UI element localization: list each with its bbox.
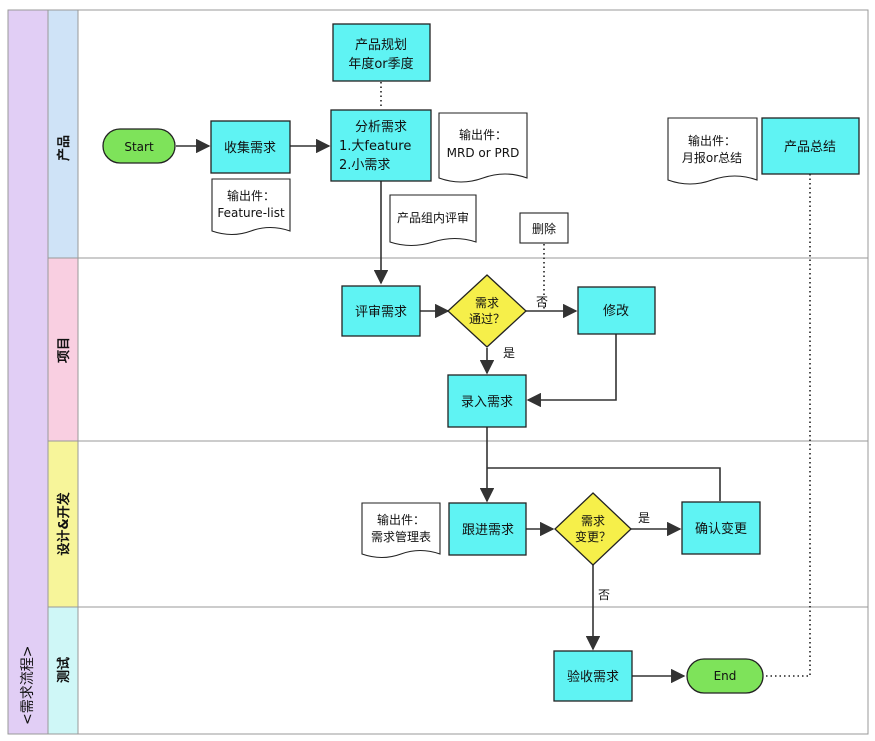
lane-label-project: 项目 (57, 337, 72, 363)
edge-modify-enter (526, 334, 617, 408)
follow-node (448, 502, 527, 556)
edge-label-yes-2: 是 (638, 511, 650, 525)
edge-confirm-follow (487, 467, 721, 501)
collect-node (210, 120, 291, 174)
confirm-label: 确认变更 (695, 521, 747, 537)
lane-label-test: 测试 (56, 657, 72, 683)
delete-label: 删除 (532, 221, 556, 236)
edge-summary-end (764, 174, 811, 677)
lane-label-dev: 设计&开发 (56, 491, 72, 555)
plan-label-2: 年度or季度 (348, 56, 413, 72)
accept-node (553, 650, 633, 702)
analyze-node (330, 109, 432, 182)
pass-label-1: 需求 (475, 296, 499, 310)
doc-monthly (667, 117, 758, 185)
title-bar (7, 9, 49, 735)
change-decision (554, 492, 632, 566)
enter-label: 录入需求 (461, 395, 513, 410)
analyze-label-3: 2.小需求 (339, 158, 390, 173)
accept-label: 验收需求 (567, 669, 619, 685)
enter-node (447, 374, 527, 428)
pass-label-2: 通过？ (469, 312, 505, 326)
doc-monthly-label-2: 月报or总结 (682, 150, 742, 165)
doc-mgmt (361, 502, 441, 559)
doc-mrd-label-2: MRD or PRD (447, 146, 520, 160)
diagram-title: <需求流程> (20, 646, 36, 725)
end-node (686, 658, 764, 694)
doc-review (389, 194, 477, 247)
confirm-node (681, 501, 761, 555)
lane-header-product (47, 9, 79, 259)
modify-label: 修改 (603, 304, 629, 319)
lane-header-project (47, 257, 79, 442)
delete-node (519, 212, 569, 244)
doc-monthly-label-1: 输出件： (688, 133, 736, 148)
doc-mrd-label-1: 输出件： (459, 127, 507, 142)
start-label: Start (124, 140, 154, 154)
analyze-label-2: 1.大feature (339, 139, 411, 154)
doc-mgmt-label-1: 输出件： (377, 512, 425, 527)
doc-mrd (438, 112, 528, 183)
analyze-label-1: 分析需求 (355, 120, 407, 135)
collect-label: 收集需求 (224, 140, 276, 156)
plan-node (332, 23, 431, 82)
review-label: 评审需求 (355, 305, 407, 320)
summary-node (761, 117, 860, 175)
summary-label: 产品总结 (784, 140, 836, 155)
start-node (102, 128, 176, 164)
follow-label: 跟进需求 (462, 523, 514, 538)
end-label: End (714, 669, 737, 683)
lane-header-test (47, 606, 79, 735)
pass-decision (447, 274, 527, 348)
lane-header-dev (47, 440, 79, 608)
edge-label-yes-1: 是 (503, 346, 515, 360)
doc-review-label: 产品组内评审 (397, 210, 469, 225)
edge-label-no-2: 否 (598, 588, 610, 602)
lane-label-product: 产品 (56, 135, 72, 161)
doc-mgmt-label-2: 需求管理表 (371, 529, 431, 544)
doc-feature (211, 178, 291, 236)
review-node (341, 285, 421, 337)
change-label-1: 需求 (581, 514, 605, 528)
modify-node (577, 286, 656, 335)
change-label-2: 变更？ (575, 529, 611, 544)
plan-label-1: 产品规划 (355, 38, 407, 53)
doc-feature-label-1: 输出件： (227, 188, 275, 203)
doc-feature-label-2: Feature-list (217, 206, 285, 220)
edge-label-no-1: 否 (536, 295, 548, 309)
